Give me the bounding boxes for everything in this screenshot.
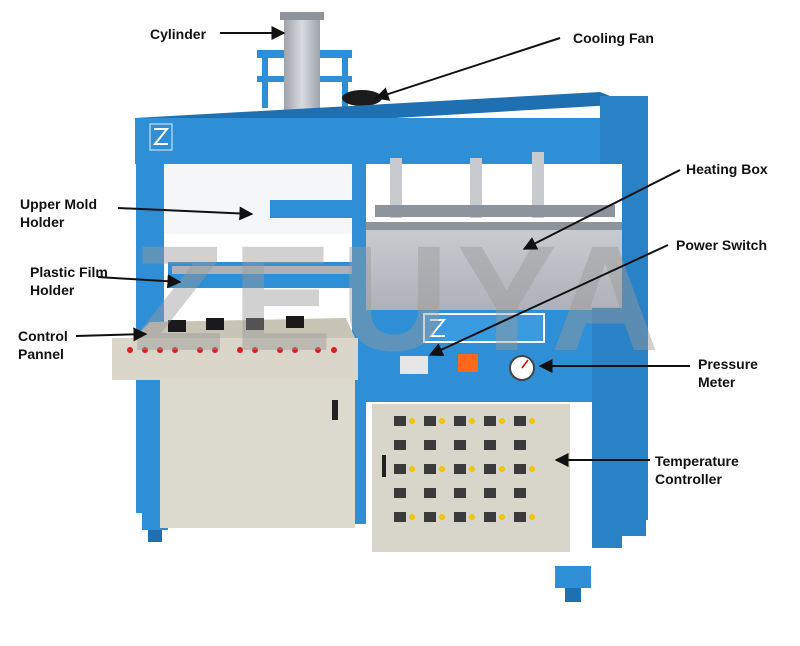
arrow-plastic-film-holder: [97, 274, 182, 289]
arrow-power-switch: [428, 244, 669, 357]
label-cooling-fan: Cooling Fan: [573, 29, 654, 47]
cooling-fan: [342, 90, 382, 106]
label-temperature-controller-line1: Temperature: [655, 453, 739, 469]
heating-box: [366, 222, 622, 310]
label-control-pannel: Control Pannel: [18, 327, 68, 363]
temperature-controller-cabinet: [372, 404, 570, 552]
control-panel: [112, 316, 358, 528]
label-power-switch-text: Power Switch: [676, 237, 768, 253]
machine-frame: [135, 92, 648, 602]
label-upper-mold-holder-line2: Holder: [20, 214, 65, 230]
cylinder-assembly: [257, 12, 382, 190]
label-pressure-meter-line1: Pressure: [698, 356, 758, 372]
label-cooling-fan-text: Cooling Fan: [573, 30, 654, 46]
label-control-pannel-line1: Control: [18, 328, 68, 344]
label-pressure-meter-line2: Meter: [698, 374, 736, 390]
arrow-cooling-fan: [374, 37, 561, 101]
label-power-switch: Power Switch: [676, 236, 767, 254]
label-heating-box: Heating Box: [686, 160, 768, 178]
label-plastic-film-holder-line1: Plastic Film: [30, 264, 108, 280]
upper-mechanism: [164, 152, 615, 234]
power-switch: [400, 356, 428, 374]
label-upper-mold-holder-line1: Upper Mold: [20, 196, 97, 212]
arrow-control-pannel: [75, 327, 148, 342]
label-temperature-controller-line2: Controller: [655, 471, 722, 487]
label-upper-mold-holder: Upper Mold Holder: [20, 195, 97, 231]
label-plastic-film-holder: Plastic Film Holder: [30, 263, 108, 299]
label-temperature-controller: Temperature Controller: [655, 452, 739, 488]
label-cylinder: Cylinder: [150, 25, 206, 43]
arrow-heating-box: [522, 169, 681, 250]
upper-mold-holder-plate: [270, 200, 360, 218]
front-panel: [366, 308, 622, 548]
arrow-upper-mold-holder: [117, 206, 254, 221]
label-control-pannel-line2: Pannel: [18, 346, 64, 362]
label-pressure-meter: Pressure Meter: [698, 355, 758, 391]
label-heating-box-text: Heating Box: [686, 161, 768, 177]
cylinder-body: [284, 18, 320, 110]
callout-arrows: [75, 26, 690, 467]
watermark: ZEUYA: [133, 214, 668, 382]
label-cylinder-text: Cylinder: [150, 26, 207, 42]
label-plastic-film-holder-line2: Holder: [30, 282, 75, 298]
